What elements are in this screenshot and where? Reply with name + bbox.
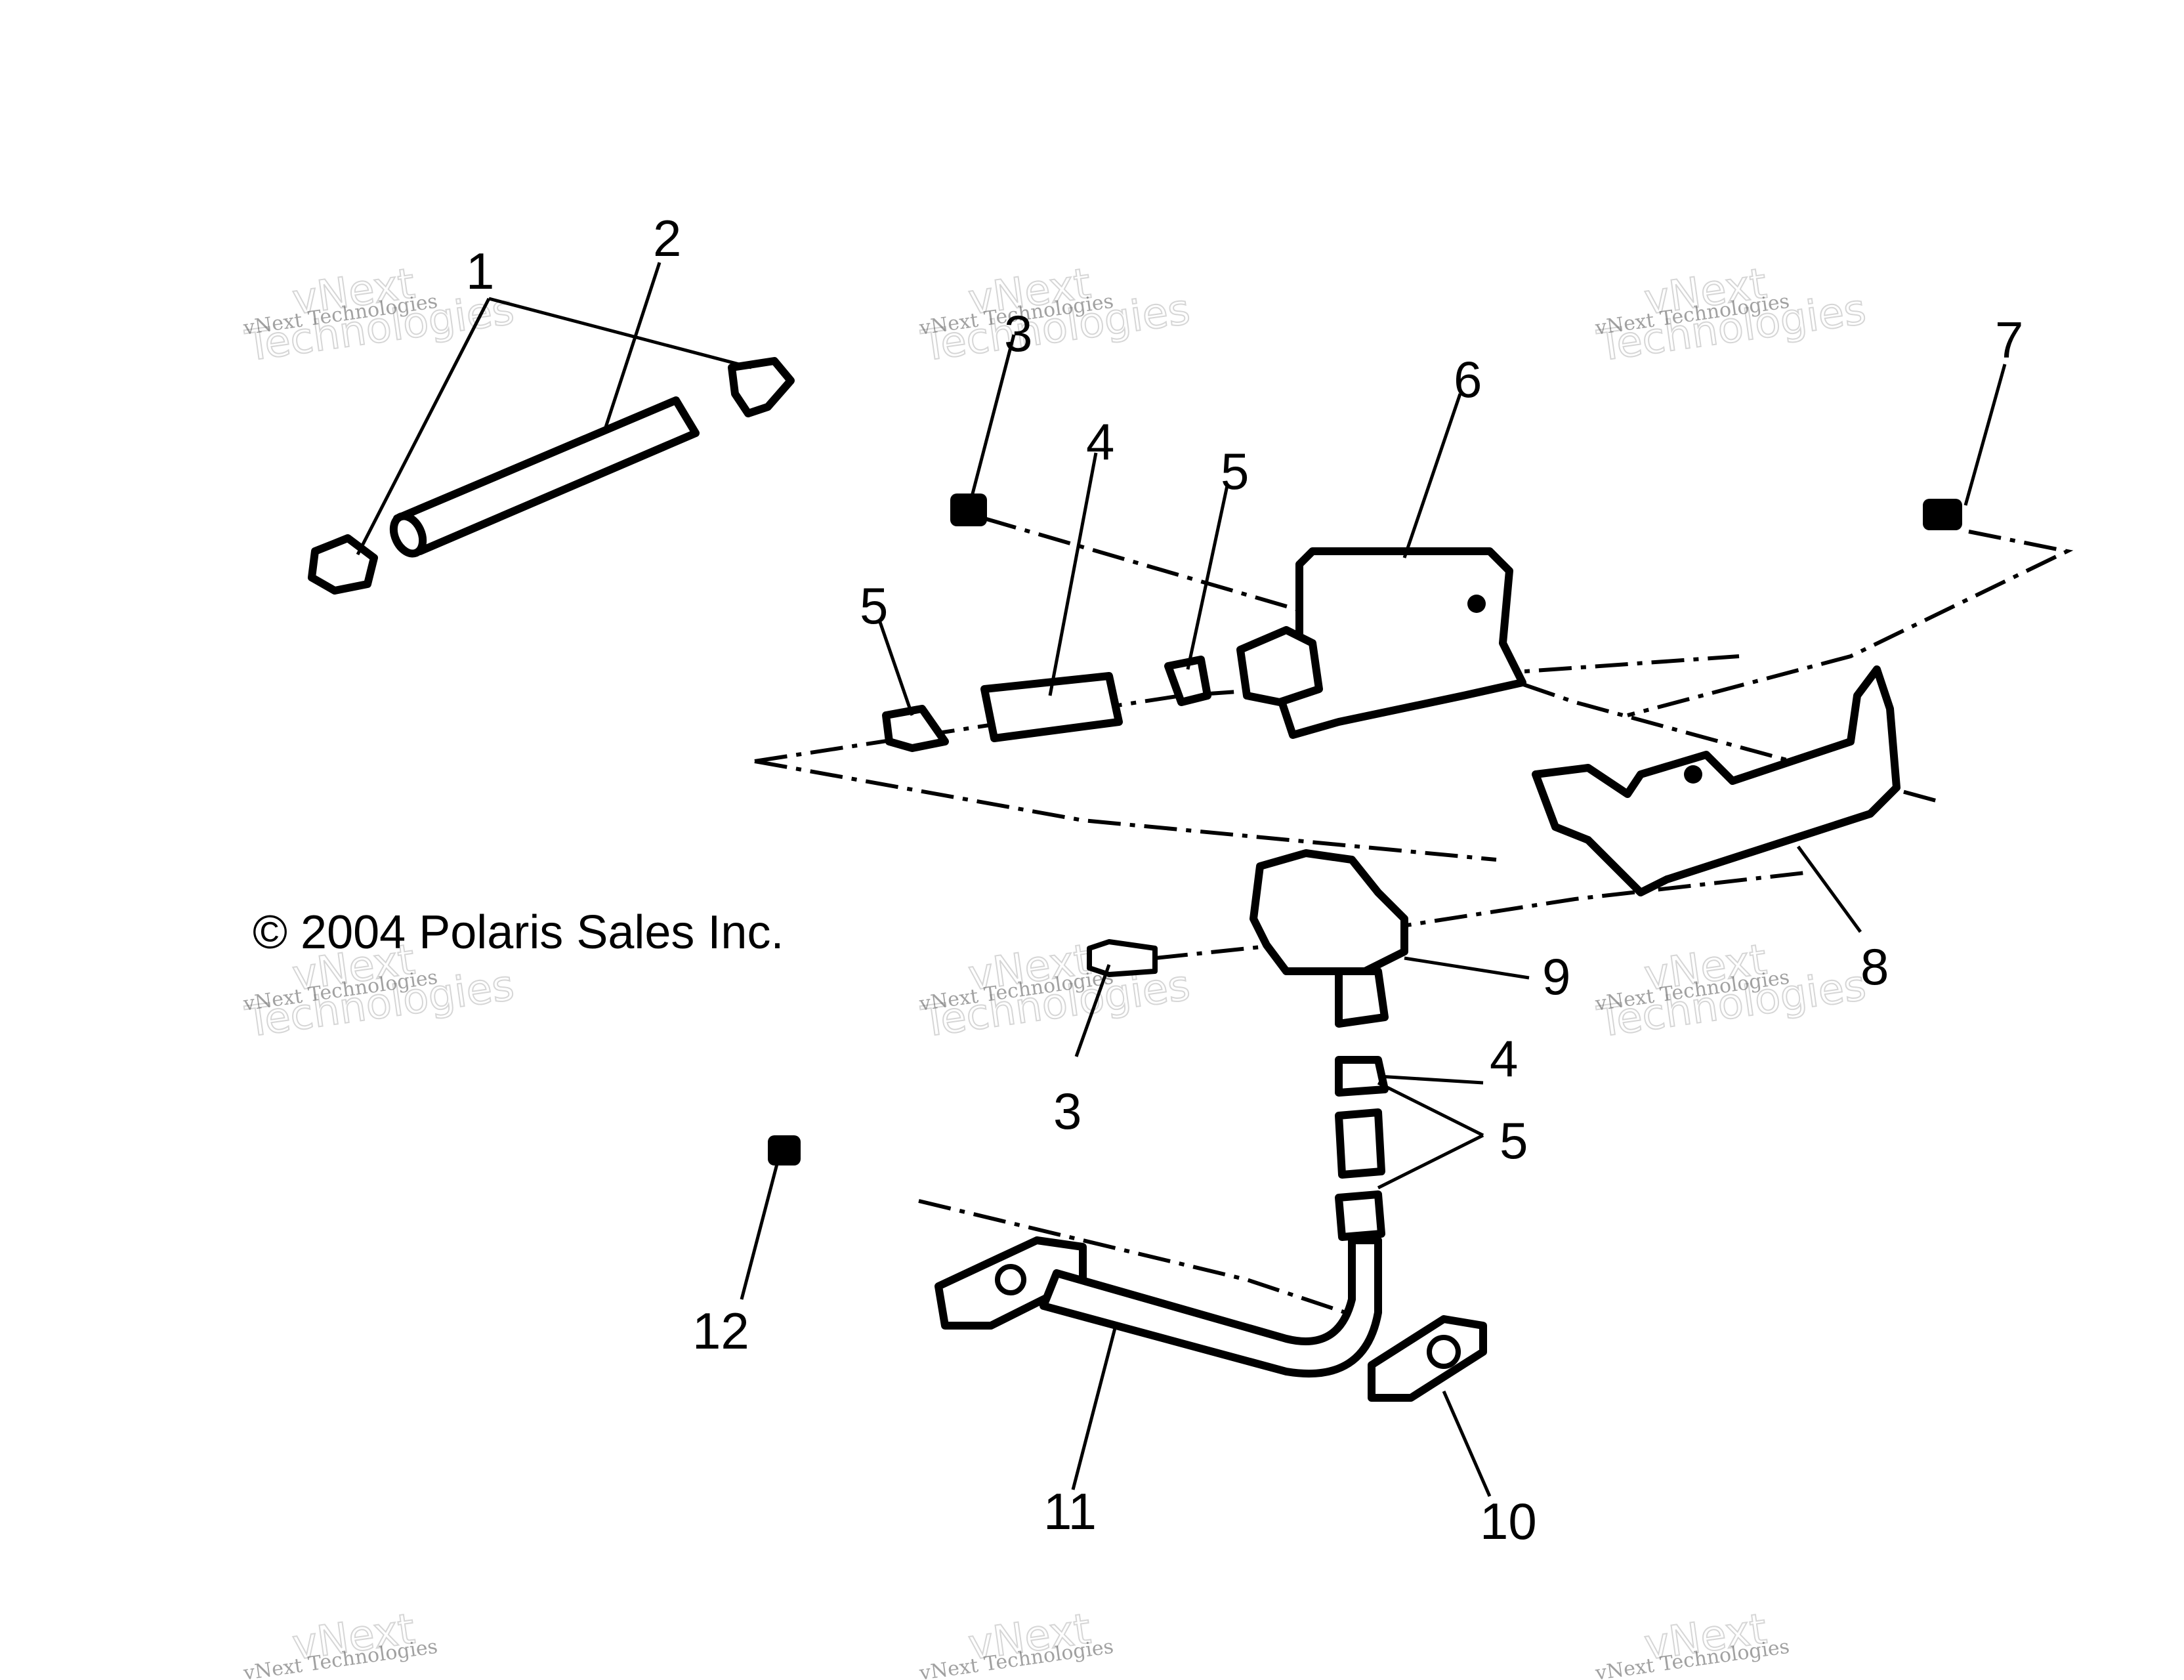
leader-6 (1402, 393, 1462, 558)
part-3-bolts (950, 494, 1158, 977)
centerline-lower (754, 759, 1497, 862)
callout-7: 7 (1995, 311, 2023, 369)
leader-12 (740, 1161, 780, 1300)
centerline-bolt12 (918, 1199, 1346, 1314)
shaft-end (389, 512, 427, 558)
part-5-spacers (882, 656, 1385, 1241)
centerline-bolt3-lower (1154, 871, 1805, 960)
leader-8 (1796, 845, 1862, 933)
actuator-nozzle (1335, 967, 1389, 1028)
callout-5-right: 5 (1221, 442, 1249, 500)
part-4-bushings (980, 672, 1389, 1097)
callout-labels: 1 2 3 4 5 5 6 7 8 9 3 4 5 12 11 10 (466, 209, 2023, 1550)
leader-2 (602, 262, 662, 434)
bolt-7 (1923, 499, 1962, 530)
callout-4-lower: 4 (1490, 1030, 1518, 1087)
bushing-lower (1335, 1056, 1389, 1097)
callout-2: 2 (653, 209, 681, 267)
part-6-pivot-bracket (1236, 547, 1526, 739)
part-8-mount-bracket (1532, 665, 1900, 896)
callout-3-lower: 3 (1053, 1082, 1082, 1140)
watermark: vNext vNext Technologies (917, 1604, 1115, 1680)
part-7-bolt (1923, 499, 1962, 530)
leader-9 (1404, 956, 1530, 980)
callout-9: 9 (1542, 948, 1570, 1005)
watermark: Technologies vNext vNext Technologies (1593, 259, 1870, 371)
mount-bracket-body (1532, 665, 1900, 896)
mount-bracket-hole (1684, 765, 1702, 784)
gasket-hole (1427, 1335, 1461, 1369)
part-10-gasket (1368, 1315, 1487, 1402)
leader-3-lower (1074, 964, 1111, 1057)
part-2-shaft (389, 396, 700, 558)
copyright-notice: © 2004 Polaris Sales Inc. (253, 906, 784, 959)
callout-6: 6 (1454, 350, 1482, 408)
end-cap-left (308, 534, 378, 595)
callout-12: 12 (692, 1302, 749, 1360)
callout-11: 11 (1043, 1482, 1097, 1540)
actuator-body (1250, 849, 1408, 975)
centerline-bolt7 (1627, 530, 2074, 717)
spacer-lower-2 (1335, 1190, 1385, 1241)
bolt-12 (768, 1135, 801, 1166)
part-1-end-caps (308, 357, 795, 595)
tube-body (1040, 1236, 1382, 1378)
callout-1: 1 (466, 242, 494, 300)
flange-hole (995, 1264, 1026, 1295)
callout-10: 10 (1480, 1492, 1537, 1550)
leader-3-upper (969, 334, 1016, 499)
callout-3-upper: 3 (1004, 304, 1032, 362)
part-11-tube (934, 1236, 1382, 1378)
gasket-body (1368, 1315, 1487, 1402)
part-12-bolt (768, 1135, 801, 1166)
watermarks: Technologies vNext vNext Technologies Te… (242, 259, 1870, 1680)
bolt-3-upper (950, 494, 987, 526)
leader-1 (356, 297, 752, 556)
bracket-hole (1467, 595, 1486, 613)
callout-4-upper: 4 (1086, 413, 1114, 471)
leader-4-upper (1048, 452, 1098, 696)
bolt-3-lower (1087, 939, 1158, 977)
shaft-body (393, 396, 700, 555)
leader-5-left (877, 620, 914, 716)
pivot-bracket-boss (1236, 626, 1323, 706)
leader-5-right (1186, 485, 1229, 670)
watermark: Technologies vNext vNext Technologies (917, 934, 1194, 1047)
spacer-lower-1 (1335, 1108, 1385, 1179)
callout-5-lower: 5 (1500, 1112, 1528, 1169)
leader-11 (1071, 1325, 1118, 1490)
leader-10 (1442, 1390, 1492, 1498)
end-cap-right (728, 357, 795, 417)
bushing-upper (980, 672, 1123, 742)
spacer-left (882, 705, 949, 752)
leader-7 (1964, 364, 2007, 506)
watermark: vNext vNext Technologies (242, 1604, 439, 1680)
watermark: vNext vNext Technologies (1593, 1604, 1791, 1680)
watermark: Technologies vNext vNext Technologies (917, 259, 1194, 371)
leader-4-lower (1377, 1074, 1484, 1085)
leader-5-lower (1377, 1081, 1484, 1190)
callout-5-left: 5 (860, 577, 888, 635)
watermark: Technologies vNext vNext Technologies (1593, 934, 1870, 1047)
part-9-actuator (1250, 849, 1408, 1028)
callout-8: 8 (1860, 938, 1889, 996)
leader-lines (356, 262, 2007, 1498)
